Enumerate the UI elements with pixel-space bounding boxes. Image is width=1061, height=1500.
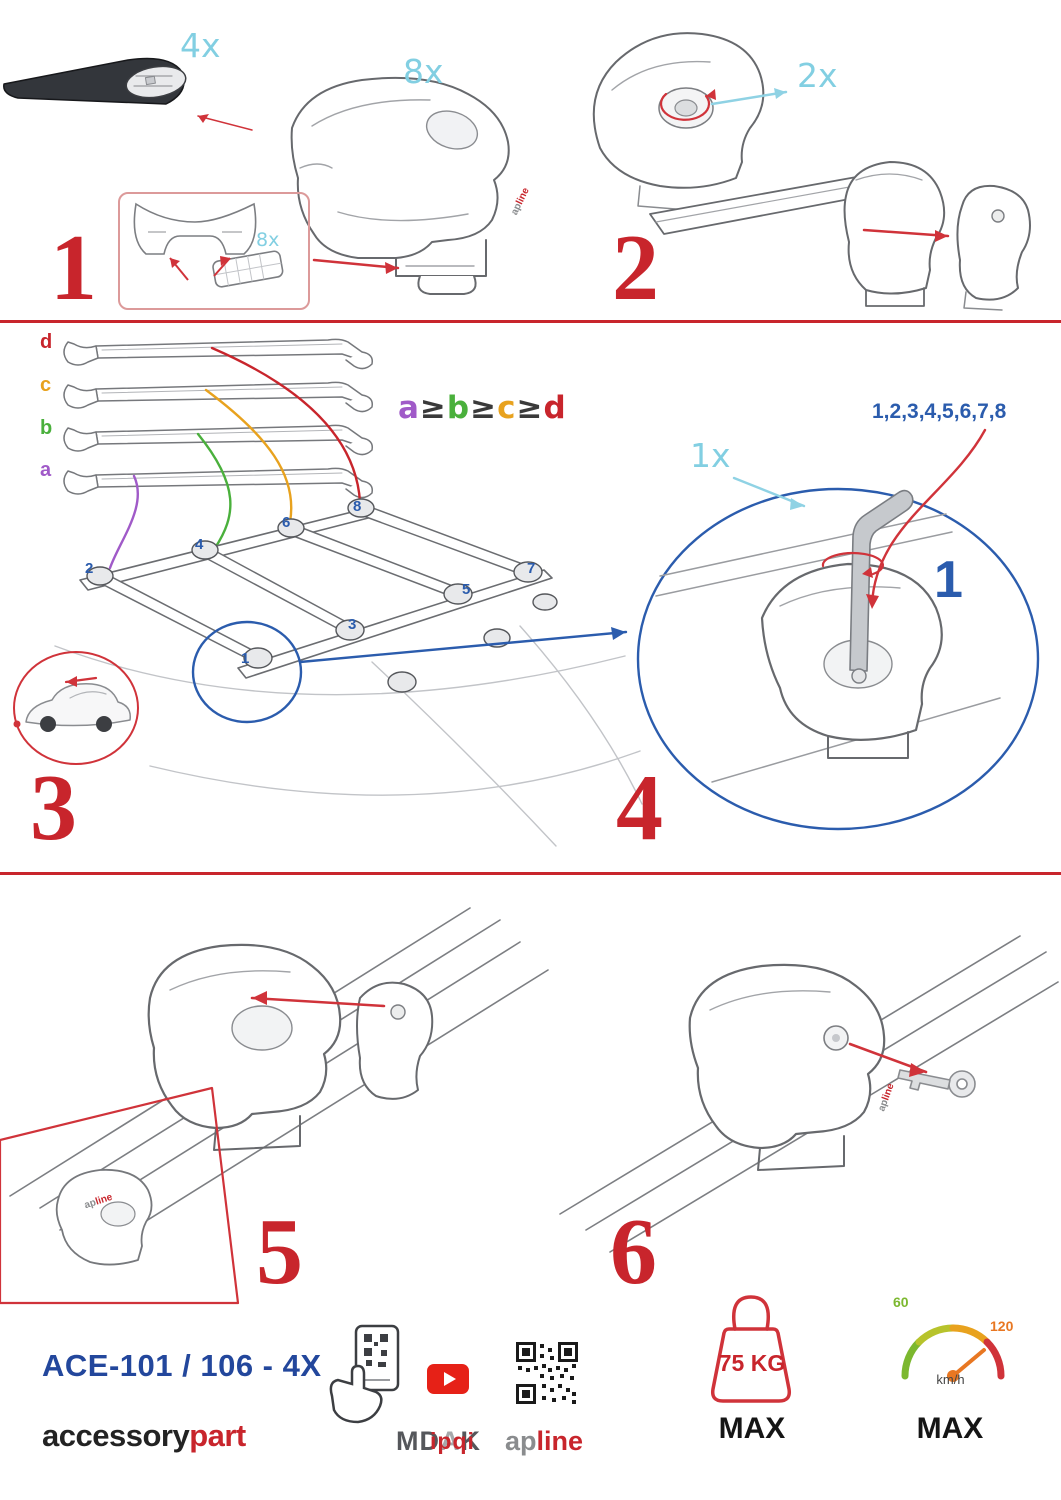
apline-ap: ap bbox=[505, 1426, 537, 1456]
bar-qty-label: 4x bbox=[180, 26, 221, 65]
section-divider-2 bbox=[0, 872, 1061, 875]
crossbar-drawing bbox=[3, 57, 187, 105]
roof-crossbars-drawing bbox=[97, 503, 529, 663]
length-order-formula: a≥b≥c≥d bbox=[398, 390, 567, 426]
position-2-number: 2 bbox=[85, 560, 94, 577]
tool-qty-label: 1x bbox=[690, 436, 731, 475]
logo-ipqi: ipqi bbox=[430, 1428, 475, 1454]
qty-2x-arrow bbox=[710, 90, 788, 106]
detail-callout-arrow bbox=[298, 630, 628, 664]
sequence-arrow bbox=[870, 428, 987, 606]
formula-b: b bbox=[446, 390, 471, 426]
youtube-icon bbox=[427, 1364, 469, 1394]
step-5-number: 5 bbox=[256, 1200, 303, 1304]
attach-cover-arrow bbox=[862, 228, 950, 238]
curve-a-to-2 bbox=[108, 474, 140, 570]
foot-qty-label: 8x bbox=[403, 52, 444, 91]
foot-drawing-step6 bbox=[688, 963, 886, 1171]
curve-c-to-6 bbox=[204, 388, 293, 524]
pointer-line-to-bar bbox=[197, 115, 253, 131]
position-1-number: 1 bbox=[241, 650, 250, 667]
formula-c: c bbox=[497, 390, 517, 426]
pad-inset-illustration bbox=[133, 202, 284, 288]
max-weight-label: MAX bbox=[718, 1412, 786, 1445]
feet-blobs bbox=[86, 498, 558, 693]
max-speed-label: MAX bbox=[916, 1412, 984, 1445]
step-3-number: 3 bbox=[30, 756, 77, 860]
foot-with-key-drawing bbox=[760, 489, 943, 759]
mdak-a: A bbox=[440, 1426, 461, 1456]
position-6-number: 6 bbox=[282, 514, 291, 531]
formula-a: a bbox=[398, 390, 420, 426]
brand-accessory: accessory bbox=[42, 1418, 190, 1453]
max-speed-icon bbox=[901, 1324, 1005, 1382]
foot-drawing-step1 bbox=[290, 76, 510, 295]
position-8-number: 8 bbox=[353, 498, 362, 515]
logo-apline: apline bbox=[505, 1426, 583, 1457]
formula-ge3: ≥ bbox=[516, 390, 544, 426]
step-2-number: 2 bbox=[612, 216, 659, 320]
model-number: ACE-101 / 106 - 4X bbox=[42, 1348, 322, 1383]
curve-b-to-4 bbox=[196, 432, 232, 550]
brand-part: part bbox=[189, 1418, 246, 1453]
position-4-number: 4 bbox=[195, 536, 204, 553]
max-weight-value: 75 KG bbox=[718, 1350, 786, 1376]
step-6-number: 6 bbox=[610, 1200, 657, 1304]
step3-step4-illustration bbox=[13, 338, 1040, 847]
position-5-number: 5 bbox=[462, 581, 471, 598]
first-position-number: 1 bbox=[934, 551, 963, 609]
bar-label-c: c bbox=[40, 374, 52, 396]
step-4-number: 4 bbox=[616, 756, 663, 860]
hex-key-drawing bbox=[849, 489, 914, 672]
formula-ge2: ≥ bbox=[470, 390, 498, 426]
position-3-number: 3 bbox=[348, 616, 357, 633]
position1-highlight-circle bbox=[191, 620, 303, 724]
step5-step6-illustration bbox=[0, 907, 1059, 1305]
bar-label-b: b bbox=[40, 417, 53, 439]
car-inset-drawing bbox=[13, 651, 139, 765]
tighten-sequence-label: 1,2,3,4,5,6,7,8 bbox=[872, 400, 1007, 423]
mdak-k: K bbox=[460, 1426, 481, 1456]
knob-qty-label: 2x bbox=[797, 56, 838, 95]
speed-low-label: 60 bbox=[893, 1294, 909, 1310]
mdak-md: MD bbox=[396, 1426, 440, 1456]
curve-d-to-8 bbox=[210, 346, 362, 504]
formula-ge1: ≥ bbox=[419, 390, 447, 426]
position-7-number: 7 bbox=[527, 560, 536, 577]
scan-qr-hand-icon bbox=[329, 1324, 400, 1424]
cover-piece-drawing bbox=[956, 184, 1031, 311]
detail-circle bbox=[636, 487, 1040, 831]
pad-qty-label: 8x bbox=[256, 229, 280, 251]
apline-line: line bbox=[536, 1426, 584, 1456]
pad-detail-inset bbox=[118, 192, 310, 310]
qr-code bbox=[514, 1340, 580, 1406]
step1-step2-illustration bbox=[3, 32, 1031, 311]
brand-accessorypart: accessorypart bbox=[42, 1418, 246, 1454]
rubber-pad-drawing bbox=[212, 250, 284, 288]
rotate-key-arrow bbox=[821, 551, 884, 576]
max-weight-icon bbox=[710, 1295, 792, 1403]
bar-label-d: d bbox=[40, 331, 53, 353]
speed-high-label: 120 bbox=[990, 1318, 1014, 1334]
slide-in-arrow bbox=[250, 996, 386, 1008]
speed-unit-label: km/h bbox=[936, 1372, 965, 1387]
bars-stack-drawing bbox=[63, 338, 374, 499]
red-outline-region bbox=[0, 1086, 240, 1305]
bar-and-foot-drawing-step2 bbox=[649, 161, 946, 307]
foot-drawing-step5 bbox=[147, 943, 342, 1151]
car-roof-outline bbox=[54, 625, 643, 847]
step-1-number: 1 bbox=[50, 216, 97, 320]
foot-top-view-drawing bbox=[592, 32, 765, 211]
rotate-knob-arrow bbox=[659, 92, 711, 121]
foot-drawing-inset-step5 bbox=[55, 1168, 153, 1266]
clamp-piece-step5 bbox=[356, 981, 434, 1100]
section-divider-1 bbox=[0, 320, 1061, 323]
inset-to-foot-arrow bbox=[312, 258, 400, 270]
logo-mdak: MDAK bbox=[396, 1426, 481, 1457]
formula-d: d bbox=[543, 390, 567, 426]
bar-label-a: a bbox=[40, 459, 52, 481]
